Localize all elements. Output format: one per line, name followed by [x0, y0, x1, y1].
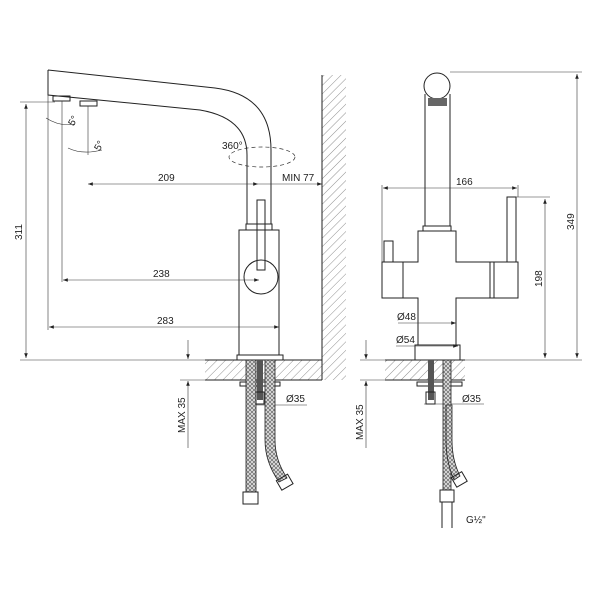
rotation-label: 360°	[222, 141, 243, 152]
dim-209: 209	[158, 173, 175, 184]
dim-238: 238	[153, 269, 170, 280]
dim-311: 311	[14, 224, 25, 240]
left-knob	[383, 240, 394, 263]
base-plate	[236, 354, 284, 361]
dimensions-side: 311 209 MIN 77 238 283 MAX 35 Ø35	[14, 95, 322, 448]
dim-max-35-front: MAX 35	[355, 404, 366, 440]
dim-349: 349	[566, 213, 577, 230]
collar	[245, 223, 273, 231]
dim-198: 198	[534, 270, 545, 287]
dim-283: 283	[157, 316, 174, 327]
right-block	[493, 261, 519, 299]
supply-hoses-side	[239, 359, 294, 505]
dim-hole-35-front: Ø35	[462, 394, 481, 405]
aerator-1	[52, 95, 71, 102]
angle-label-1: 5°	[67, 114, 81, 128]
side-view: 5° 5° 360° 311 209 MIN 77 238 283	[14, 69, 346, 505]
countertop-side	[205, 359, 322, 381]
column	[424, 94, 451, 226]
spout-head	[423, 72, 451, 100]
lever-hub	[243, 259, 279, 295]
lever-handle	[256, 199, 266, 271]
body	[238, 229, 280, 356]
base-plate-front	[414, 344, 461, 361]
dimensions-front: 166 349 198 Ø48 Ø54 MAX 35 Ø35	[355, 71, 582, 448]
angle-label-2: 5°	[93, 139, 107, 153]
dim-min-77: MIN 77	[282, 173, 315, 184]
rotation-indicator	[228, 146, 296, 168]
thread-label: G½"	[466, 515, 486, 526]
wall	[321, 75, 346, 380]
spout	[47, 69, 272, 224]
countertop-front	[385, 359, 465, 381]
cross-body	[402, 230, 491, 346]
dim-max-35-side: MAX 35	[177, 397, 188, 433]
dim-hole-35-side: Ø35	[286, 394, 305, 405]
left-handle	[381, 261, 404, 299]
supply-hoses-front: G½"	[416, 359, 486, 528]
right-lever	[506, 196, 517, 263]
dim-54: Ø54	[396, 335, 415, 346]
front-view: 166 349 198 Ø48 Ø54 MAX 35 Ø35	[355, 71, 582, 528]
aerator-front	[428, 98, 447, 106]
dim-166: 166	[456, 177, 473, 188]
aerator-2	[79, 100, 98, 107]
dim-48: Ø48	[397, 312, 416, 323]
